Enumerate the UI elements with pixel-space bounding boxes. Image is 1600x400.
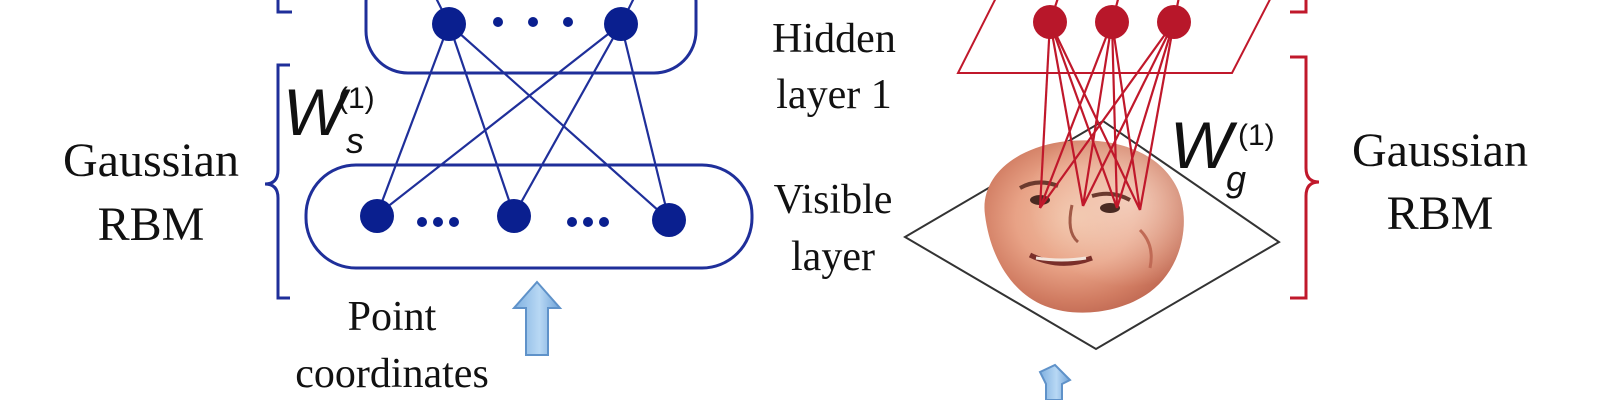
right-hidden-node — [1095, 5, 1129, 39]
input-label-line1: Point — [348, 294, 437, 340]
up-arrow-icon — [1038, 363, 1072, 400]
visible-layer-label-line2: layer — [791, 234, 875, 280]
layer-labels: Hidden layer 1 Visible layer — [772, 16, 896, 280]
visible-layer-label-line1: Visible — [774, 177, 893, 223]
left-hidden-node — [604, 7, 638, 41]
left-weight-subscript: s — [346, 120, 364, 161]
hidden-layer-label-line1: Hidden — [772, 16, 896, 62]
right-rbm-label-line1: Gaussian — [1352, 124, 1528, 177]
right-weight-symbol: W — [1170, 108, 1238, 182]
up-arrow-icon — [511, 280, 563, 356]
face-image-icon — [984, 140, 1184, 313]
left-visible-node — [497, 199, 531, 233]
left-visible-layer-box — [304, 163, 754, 270]
left-visible-node — [652, 203, 686, 237]
hidden-layer-label-line2: layer 1 — [776, 72, 891, 118]
left-hidden-node — [432, 7, 466, 41]
left-visible-ellipsis-2 — [567, 217, 609, 227]
right-weight-superscript: (1) — [1238, 119, 1275, 152]
right-top-bracket — [1290, 0, 1308, 14]
left-rbm-brace — [264, 63, 290, 300]
input-label-line2: coordinates — [295, 351, 489, 397]
right-hidden-node — [1157, 5, 1191, 39]
left-rbm-label-line1: Gaussian — [63, 134, 239, 187]
right-hidden-node — [1033, 5, 1067, 39]
left-weight-symbol: W — [283, 75, 351, 149]
left-hidden-ellipsis — [493, 17, 573, 27]
left-visible-ellipsis-1 — [417, 217, 459, 227]
left-visible-node — [360, 199, 394, 233]
left-connections — [375, 0, 671, 221]
right-network: W (1) g Gaussian RBM — [903, 0, 1528, 400]
right-rbm-label-line2: RBM — [1387, 187, 1494, 240]
left-weight-superscript: (1) — [338, 82, 375, 115]
left-hidden-layer-box — [364, 0, 698, 75]
left-network: W (1) s Gaussian RBM Point coordinates — [63, 0, 754, 397]
left-top-bracket — [276, 0, 292, 14]
right-hidden-layer-plane — [956, 0, 1271, 74]
right-weight-subscript: g — [1226, 158, 1246, 199]
right-connections — [1038, 0, 1180, 211]
left-rbm-label-line2: RBM — [98, 198, 205, 251]
right-rbm-brace — [1290, 55, 1320, 300]
